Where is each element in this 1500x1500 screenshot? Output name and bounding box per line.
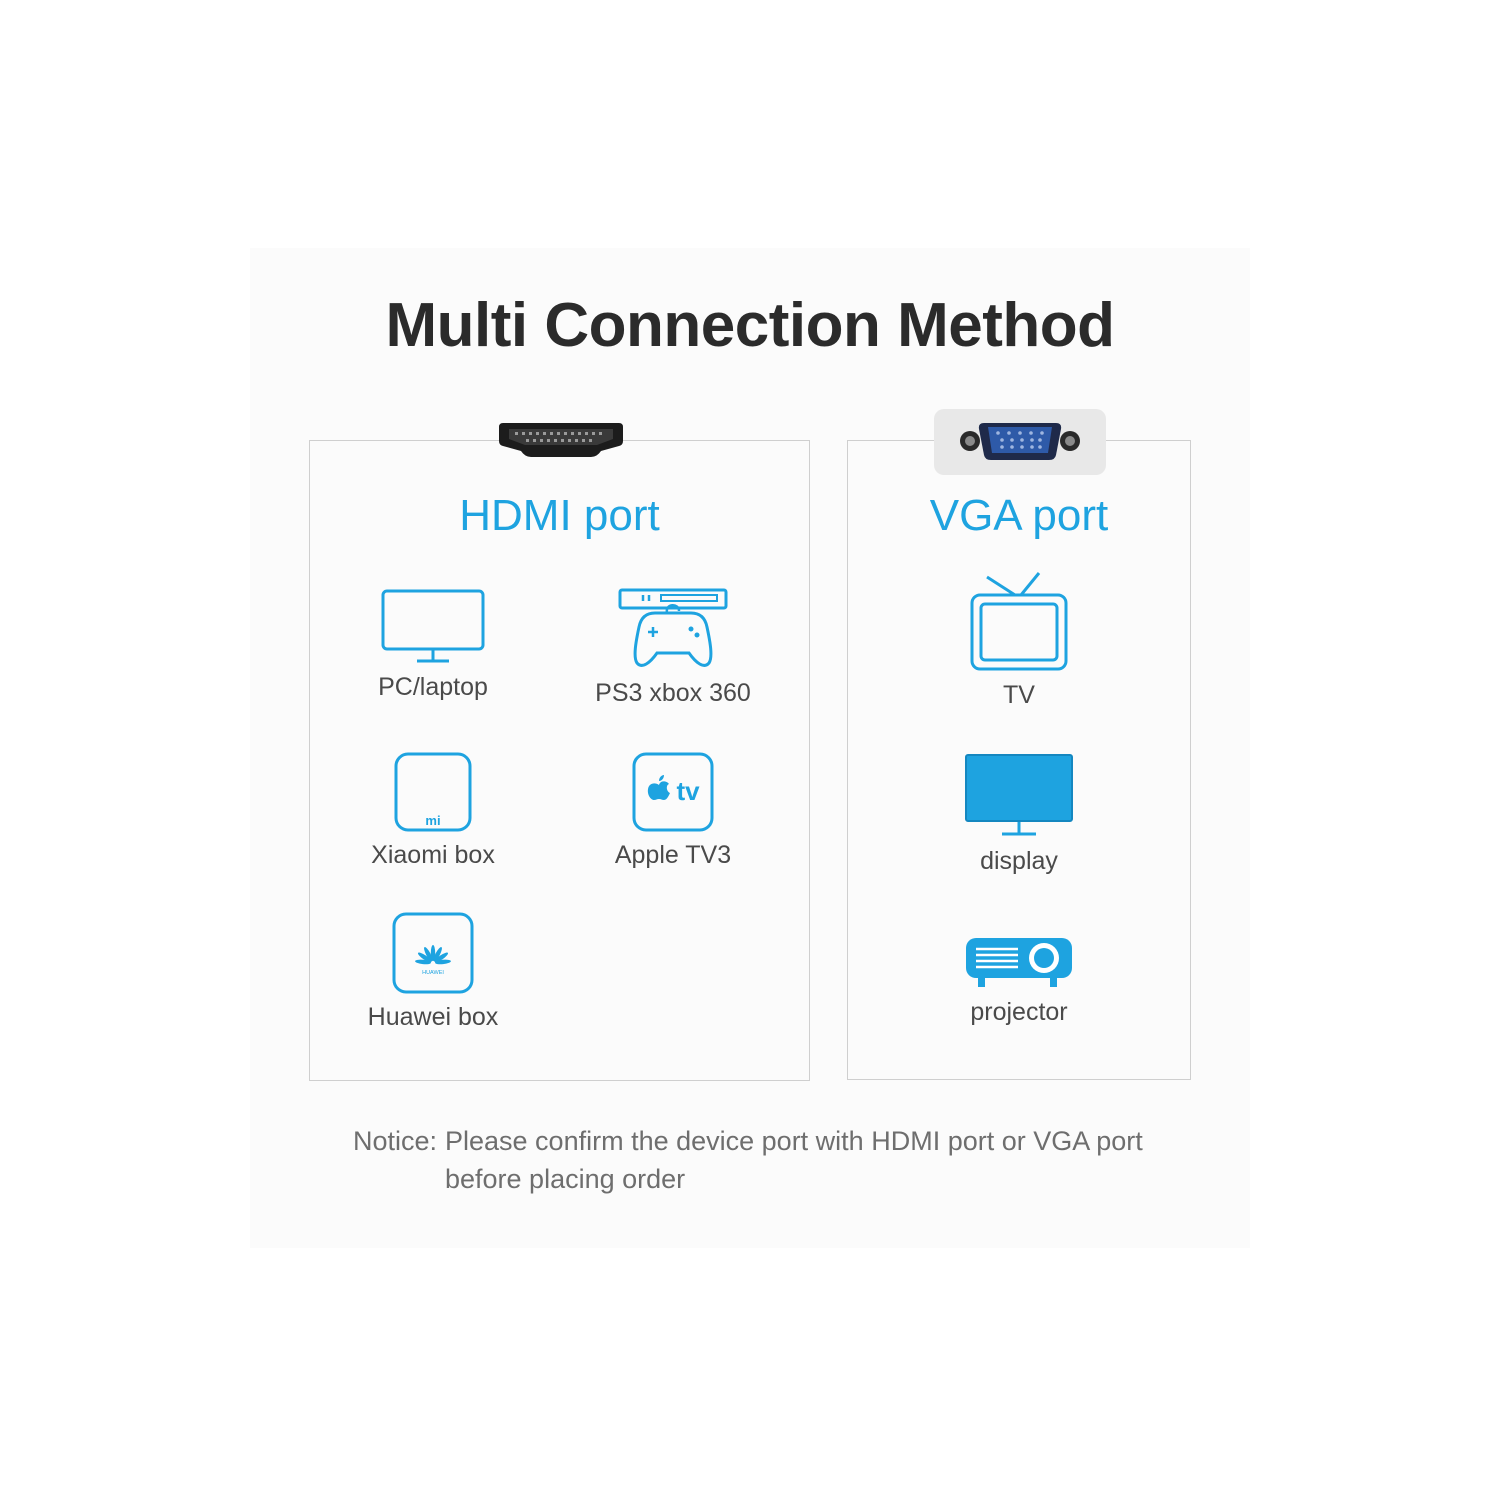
huawei-logo-icon [415, 945, 451, 965]
device-pc-laptop: PC/laptop [313, 589, 553, 702]
page-title: Multi Connection Method [385, 291, 1115, 360]
device-game-console: PS3 xbox 360 [553, 587, 793, 708]
device-label: display [980, 847, 1058, 875]
device-label: PC/laptop [378, 673, 488, 701]
apple-tv-icon: tv [632, 752, 714, 832]
xiaomi-box-icon: mi [394, 752, 472, 832]
huawei-logo-text: HUAWEI [422, 970, 444, 976]
game-console-icon [618, 588, 728, 667]
apple-logo-icon [647, 781, 670, 800]
xiaomi-logo-text: mi [425, 813, 440, 828]
tv-icon [970, 572, 1068, 671]
device-tv: TV [899, 571, 1139, 710]
notice-label: Notice: [353, 1126, 438, 1156]
device-apple-tv: tv Apple TV3 [553, 751, 793, 870]
monitor-icon [381, 589, 485, 663]
vga-connector-icon [932, 407, 1108, 482]
projector-icon [966, 938, 1072, 987]
display-icon [965, 754, 1073, 836]
hdmi-port-title: HDMI port [459, 491, 660, 540]
device-label: PS3 xbox 360 [595, 679, 751, 707]
device-projector: projector [899, 936, 1139, 1027]
hdmi-panel: HDMI port PC/laptop PS3 xbox 360 mi [309, 440, 810, 1081]
device-label: Huawei box [367, 1003, 499, 1031]
device-label: Xiaomi box [371, 841, 495, 869]
huawei-box-icon: HUAWEI [392, 912, 474, 994]
device-label: TV [1003, 681, 1035, 709]
device-display: display [899, 753, 1139, 876]
vga-port-title: VGA port [929, 491, 1109, 540]
apple-tv-logo-text: tv [676, 776, 700, 806]
notice-text: Please confirm the device port with HDMI… [445, 1126, 1143, 1194]
device-label: projector [970, 998, 1068, 1026]
vga-panel: VGA port TV display p [847, 440, 1191, 1080]
device-label: Apple TV3 [614, 841, 732, 869]
device-xiaomi-box: mi Xiaomi box [313, 751, 553, 870]
device-huawei-box: HUAWEI Huawei box [313, 911, 553, 1032]
hdmi-connector-icon [497, 421, 625, 466]
